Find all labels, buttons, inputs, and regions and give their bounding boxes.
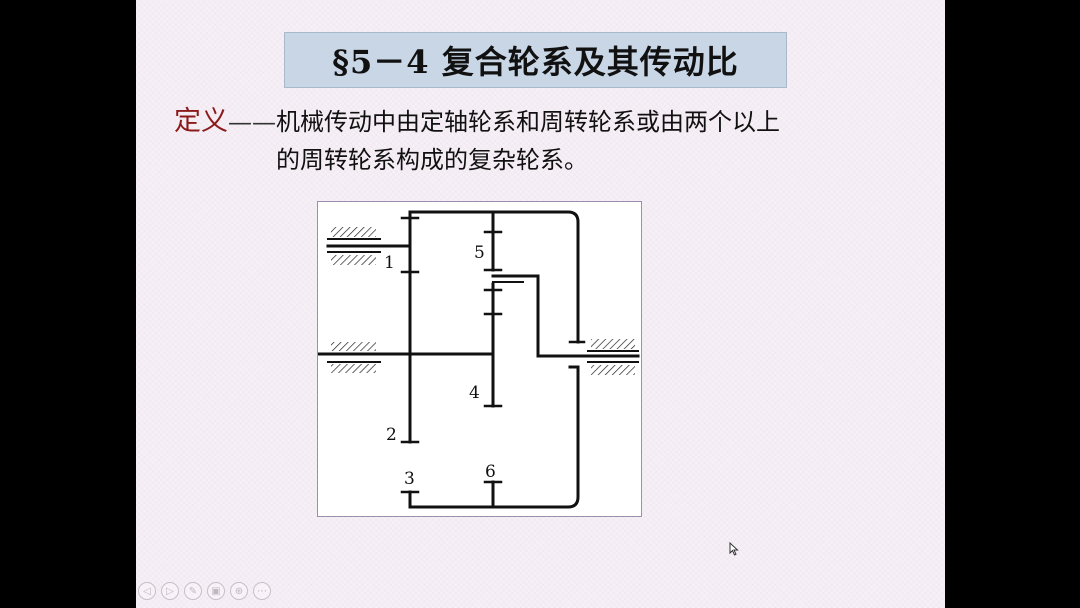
bearing-upper-left-top <box>331 227 376 237</box>
definition-body-1: 机械传动中由定轴轮系和周转轮系或由两个以上 <box>276 108 780 136</box>
planet-shaft <box>491 274 570 358</box>
more-icon[interactable]: ⋯ <box>253 582 271 600</box>
zoom-icon[interactable]: ⊕ <box>230 582 248 600</box>
slide-title-box: §5－4 复合轮系及其传动比 <box>284 32 787 88</box>
bearing-right-bottom <box>591 365 635 375</box>
presentation-toolbar: ◁ ▷ ✎ ▣ ⊕ ⋯ <box>136 582 271 604</box>
bearing-middle-left-bottom <box>331 364 376 373</box>
gear-train-diagram: 1 2 3 4 5 6 <box>317 201 642 517</box>
definition-term: 定义 <box>174 106 228 137</box>
gear-label-3: 3 <box>404 469 415 489</box>
gear-label-4: 4 <box>469 383 480 403</box>
definition-line-1: 定义——机械传动中由定轴轮系和周转轮系或由两个以上 <box>174 103 894 141</box>
bearing-upper-left-bottom <box>331 255 376 265</box>
bearing-right-top <box>591 339 635 349</box>
definition-body-2: 的周转轮系构成的复杂轮系。 <box>276 146 588 174</box>
gear-label-2: 2 <box>386 425 397 445</box>
definition-dash: —— <box>228 108 276 136</box>
gear-label-6: 6 <box>485 462 496 482</box>
mouse-cursor-icon <box>729 542 739 556</box>
definition-text: 定义——机械传动中由定轴轮系和周转轮系或由两个以上 的周转轮系构成的复杂轮系。 <box>174 103 894 179</box>
definition-line-2: 的周转轮系构成的复杂轮系。 <box>174 141 894 179</box>
carrier-lower <box>408 365 580 509</box>
slide: §5－4 复合轮系及其传动比 定义——机械传动中由定轴轮系和周转轮系或由两个以上… <box>136 0 945 608</box>
bearing-middle-left-top <box>331 342 376 351</box>
pen-icon[interactable]: ✎ <box>184 582 202 600</box>
slides-icon[interactable]: ▣ <box>207 582 225 600</box>
previous-icon[interactable]: ◁ <box>138 582 156 600</box>
next-icon[interactable]: ▷ <box>161 582 179 600</box>
gear-label-1: 1 <box>384 253 395 273</box>
gear-label-5: 5 <box>474 243 485 263</box>
slide-title: §5－4 复合轮系及其传动比 <box>332 43 739 81</box>
carrier-frame <box>408 210 580 344</box>
gear-train-svg: 1 2 3 4 5 6 <box>318 210 640 509</box>
